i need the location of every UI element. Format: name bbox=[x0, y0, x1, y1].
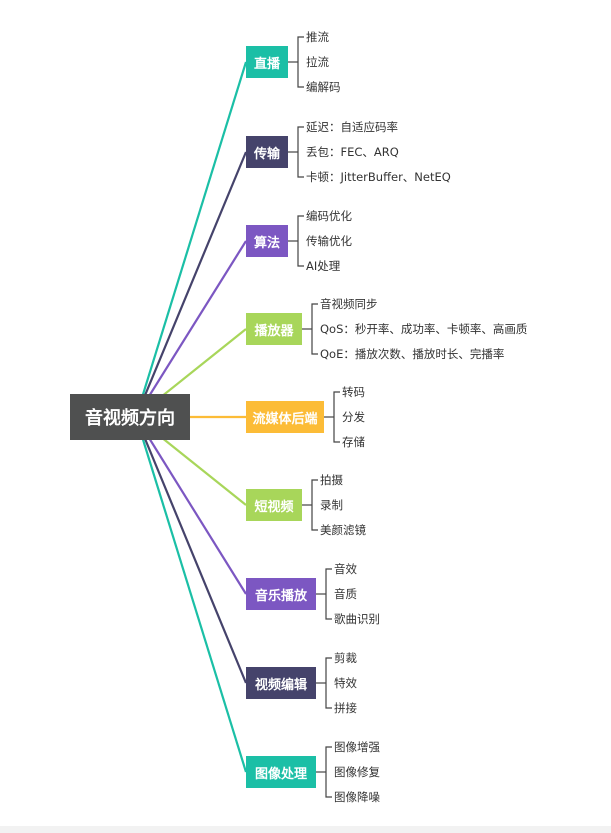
leaf-item: 转码 bbox=[342, 385, 365, 399]
leaf-item: 卡顿：JitterBuffer、NetEQ bbox=[306, 170, 451, 184]
leaf-item: 歌曲识别 bbox=[334, 612, 380, 626]
leaf-item: AI处理 bbox=[306, 259, 341, 273]
leaf-item: 延迟：自适应码率 bbox=[306, 120, 398, 134]
leaf-item: 传输优化 bbox=[306, 234, 352, 248]
branch-connector bbox=[135, 416, 247, 595]
child-bracket bbox=[288, 215, 304, 267]
branch-connector bbox=[134, 151, 248, 418]
child-bracket bbox=[302, 479, 318, 531]
branch-node: 视频编辑 bbox=[246, 667, 316, 699]
leaf-item: 美颜滤镜 bbox=[320, 523, 366, 537]
leaf-item: 拼接 bbox=[334, 701, 357, 715]
leaf-item: 图像修复 bbox=[334, 765, 380, 779]
leaf-item: 丢包：FEC、ARQ bbox=[306, 145, 399, 159]
child-bracket bbox=[288, 36, 304, 88]
leaf-item: 拉流 bbox=[306, 55, 329, 69]
branch-connector bbox=[134, 416, 248, 773]
leaf-item: QoE：播放次数、播放时长、完播率 bbox=[320, 347, 505, 361]
leaf-item: 存储 bbox=[342, 435, 365, 449]
leaf-item: 特效 bbox=[334, 676, 357, 690]
branch-node: 音乐播放 bbox=[246, 578, 316, 610]
leaf-item: 音视频同步 bbox=[320, 297, 378, 311]
leaf-item: 图像降噪 bbox=[334, 790, 380, 804]
child-bracket bbox=[288, 126, 304, 178]
leaf-item: 音质 bbox=[334, 587, 357, 601]
branch-node: 短视频 bbox=[246, 489, 302, 521]
branch-node: 播放器 bbox=[246, 313, 302, 345]
branch-connector bbox=[134, 61, 248, 418]
child-bracket bbox=[316, 746, 332, 798]
child-bracket bbox=[302, 303, 318, 355]
leaf-item: 音效 bbox=[334, 562, 357, 576]
child-bracket bbox=[316, 568, 332, 620]
leaf-item: 推流 bbox=[306, 30, 329, 44]
leaf-item: QoS：秒开率、成功率、卡顿率、高画质 bbox=[320, 322, 528, 336]
child-bracket bbox=[316, 657, 332, 709]
leaf-item: 编码优化 bbox=[306, 209, 352, 223]
branch-node: 图像处理 bbox=[246, 756, 316, 788]
branch-node: 流媒体后端 bbox=[246, 401, 324, 433]
branch-connector bbox=[135, 240, 247, 418]
bottom-scroll-area bbox=[0, 826, 611, 833]
branch-node: 算法 bbox=[246, 225, 288, 257]
child-bracket bbox=[324, 391, 340, 443]
leaf-item: 拍摄 bbox=[320, 473, 343, 487]
branch-connector bbox=[134, 416, 248, 684]
leaf-item: 图像增强 bbox=[334, 740, 380, 754]
leaf-item: 编解码 bbox=[306, 80, 341, 94]
leaf-item: 录制 bbox=[320, 498, 343, 512]
branch-node: 传输 bbox=[246, 136, 288, 168]
leaf-item: 分发 bbox=[342, 410, 365, 424]
branch-node: 直播 bbox=[246, 46, 288, 78]
leaf-item: 剪裁 bbox=[334, 651, 357, 665]
root-node: 音视频方向 bbox=[70, 394, 190, 440]
